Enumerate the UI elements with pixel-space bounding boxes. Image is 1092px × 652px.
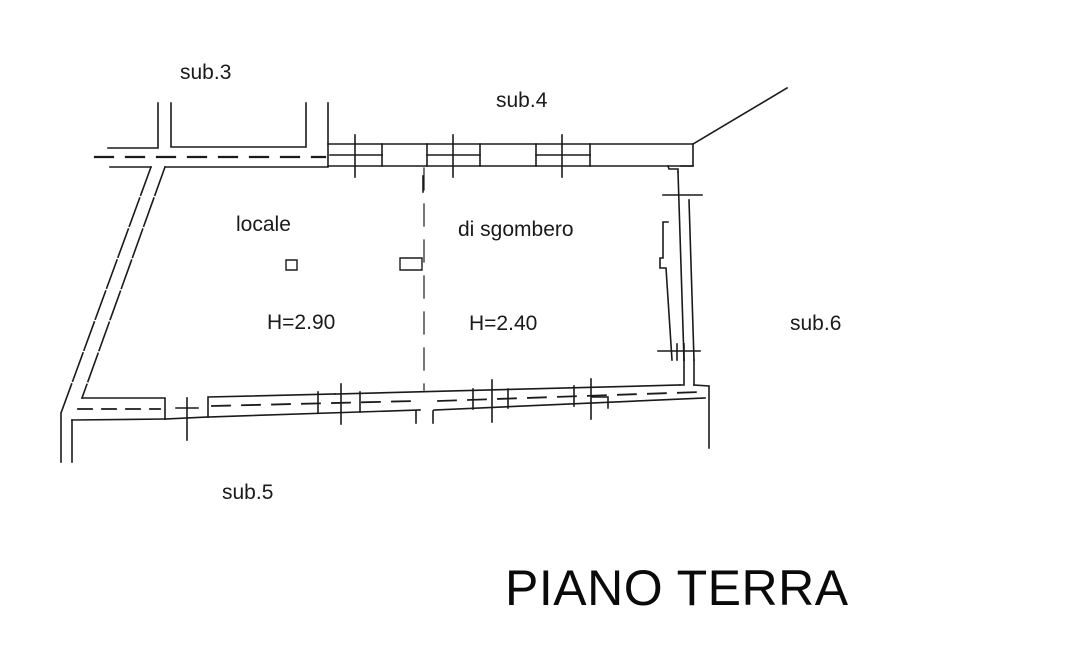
room-height-locale: H=2.90: [267, 311, 336, 334]
left-wall: [61, 167, 165, 462]
top-wall: [95, 88, 787, 192]
room-height-di-sgombero: H=2.40: [469, 312, 538, 335]
bottom-wall: [72, 360, 709, 448]
room-label-locale: locale: [236, 213, 291, 236]
neighbor-label-sub4: sub.4: [496, 89, 548, 112]
room-label-di-sgombero: di sgombero: [458, 218, 574, 241]
room-divider: [400, 168, 424, 390]
pillar-marker: [286, 260, 297, 270]
neighbor-label-sub5: sub.5: [222, 481, 274, 504]
drawing-title: PIANO TERRA: [505, 560, 849, 616]
sub3-walls: [108, 103, 328, 166]
neighbor-label-sub3: sub.3: [180, 61, 232, 84]
neighbor-label-sub6: sub.6: [790, 312, 842, 335]
right-wall: [658, 172, 702, 360]
